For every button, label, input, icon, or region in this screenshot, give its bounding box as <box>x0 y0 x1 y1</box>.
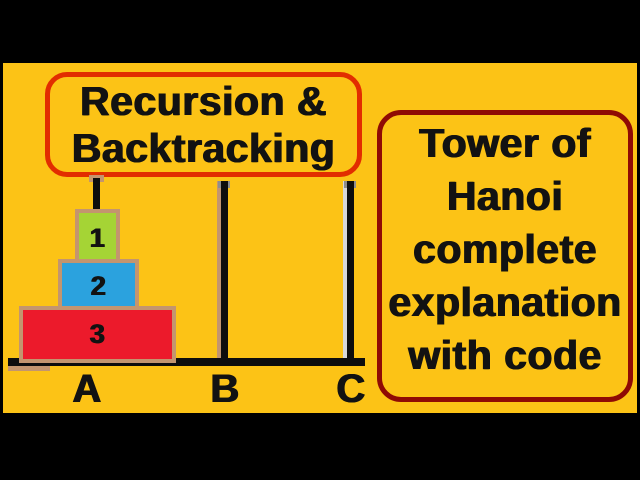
info-line-2: Hanoi <box>446 173 564 219</box>
peg-label-a: A <box>72 367 102 411</box>
letterbox-top <box>0 0 640 63</box>
info-box: Tower of Hanoi complete explanation with… <box>377 110 633 402</box>
peg-c-shadow <box>343 181 347 359</box>
peg-c <box>347 181 354 359</box>
peg-b-shadow <box>217 181 221 359</box>
info-line-4: explanation <box>388 279 622 325</box>
disk-3: 3 <box>19 306 176 363</box>
info-line-5: with code <box>408 332 602 378</box>
disk-1: 1 <box>75 209 120 267</box>
info-line-1: Tower of <box>419 120 591 166</box>
peg-label-b: B <box>210 367 240 411</box>
peg-b <box>221 181 228 359</box>
base-line-shadow <box>8 366 50 371</box>
peg-label-c: C <box>336 367 366 411</box>
title-box: Recursion & Backtracking <box>45 72 362 177</box>
title-line-2: Backtracking <box>71 124 336 171</box>
info-line-3: complete <box>413 226 597 272</box>
disk-1-label: 1 <box>89 222 106 253</box>
disk-2-label: 2 <box>90 271 107 301</box>
disk-3-label: 3 <box>89 319 106 349</box>
letterbox-bottom <box>0 413 640 480</box>
thumbnail-canvas: Recursion & Backtracking Tower of Hanoi … <box>3 63 637 413</box>
title-line-1: Recursion & <box>80 77 327 124</box>
base-line <box>8 358 365 366</box>
